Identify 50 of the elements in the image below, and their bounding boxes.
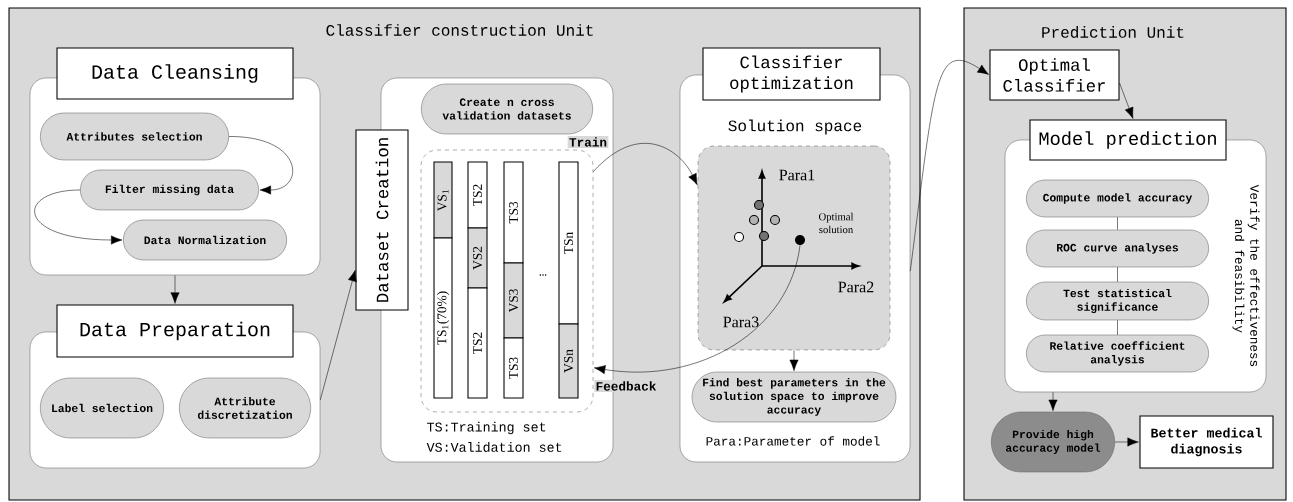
- bar-segment: TS2: [467, 161, 488, 229]
- legend-text: VS:Validation set: [426, 442, 562, 452]
- heading-box: Model prediction: [1029, 119, 1227, 161]
- dots-text: …: [539, 274, 547, 276]
- arrow: [320, 270, 357, 401]
- heading-box: Data Cleansing: [56, 47, 294, 100]
- space-title: Solution space: [728, 119, 862, 135]
- heading-box: Classifier optimization: [702, 47, 881, 101]
- bar-segment: VS2: [467, 227, 488, 289]
- bar-segment: TS3: [503, 337, 524, 399]
- arrow: [34, 189, 123, 245]
- step-box: Better medical diagnosis: [1139, 415, 1274, 469]
- arrow: [170, 275, 180, 304]
- arrow: [594, 245, 801, 374]
- arrow: [789, 350, 799, 371]
- edge-label: Train: [567, 136, 609, 148]
- bar-segment: VSn: [558, 323, 579, 399]
- step-pill: ROC curve analyses: [1026, 229, 1209, 268]
- bar-segment: TS2: [467, 287, 488, 399]
- axis-label: Para2: [838, 281, 874, 293]
- note-text: Para:Parameter of model: [706, 436, 880, 446]
- step-pill: Attribute discretization: [179, 377, 311, 439]
- heading-box: Data Preparation: [56, 304, 294, 358]
- point-label: Optimal solution: [818, 212, 854, 234]
- arrow: [228, 136, 293, 195]
- step-pill: Find best parameters in the solution space to improve accuracy: [691, 371, 897, 423]
- panel-title: Prediction Unit: [1042, 26, 1184, 38]
- bar-segment: TS3: [503, 161, 524, 264]
- arrow: [1114, 437, 1139, 447]
- legend-text: TS:Training set: [427, 421, 546, 435]
- step-pill: Attributes selection: [40, 112, 229, 161]
- step-pill: Compute model accuracy: [1026, 179, 1209, 218]
- bar-segment: TS$_{1}$(70%): [433, 237, 453, 399]
- edge-label: Feedback: [594, 380, 658, 392]
- step-box: Optimal Classifier: [989, 49, 1120, 101]
- axis-label: Para1: [779, 169, 815, 181]
- vertical-note: Verify the effectiveness and feasibility: [1232, 184, 1260, 367]
- bar-segment: VS$_{1}$: [433, 161, 453, 239]
- step-box: Dataset Creation: [355, 129, 409, 311]
- panel-title: Classifier construction Unit: [326, 24, 593, 36]
- bar-segment: VS3: [503, 262, 524, 339]
- step-pill: Data Normalization: [123, 219, 287, 261]
- bar-segment: TSn: [558, 161, 579, 325]
- step-pill: Test statistical significance: [1026, 281, 1209, 321]
- arrow: [1119, 82, 1134, 119]
- step-pill: Relative coefficient analysis: [1026, 334, 1209, 373]
- arrow: [593, 143, 698, 186]
- step-pill: Filter missing data: [80, 169, 259, 211]
- axis-label: Para3: [723, 316, 759, 328]
- arrow: [1048, 392, 1058, 411]
